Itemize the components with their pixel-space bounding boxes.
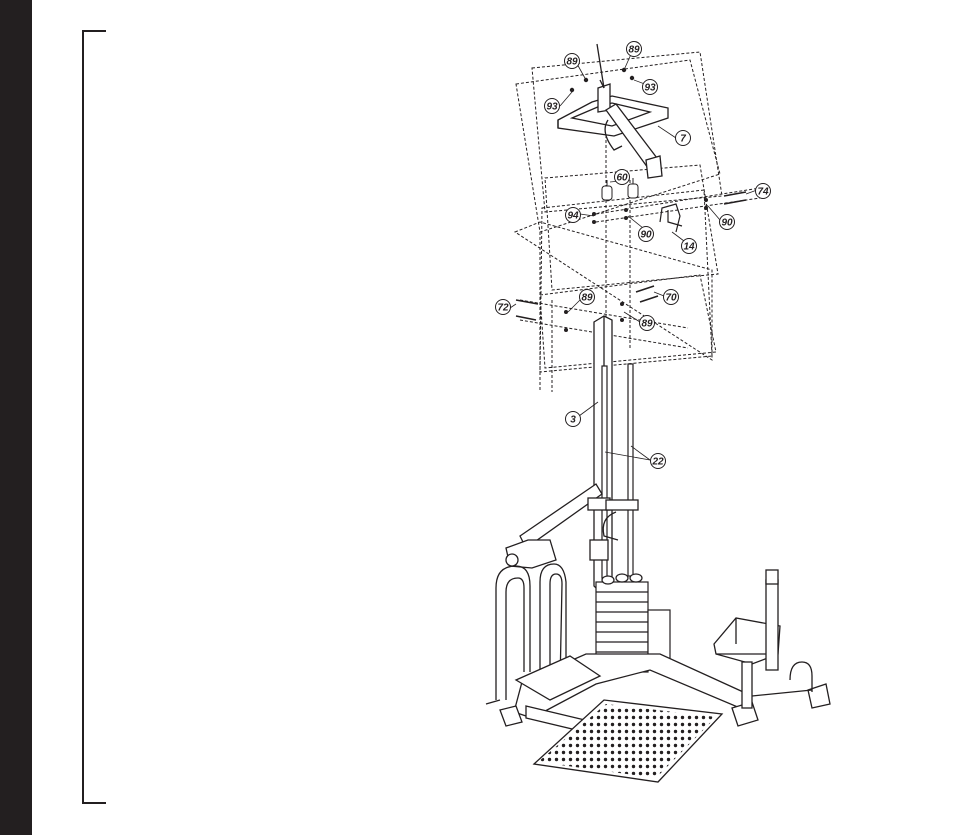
svg-text:74: 74: [757, 187, 769, 198]
callout-90: 90: [720, 215, 735, 230]
bolts-74: [724, 192, 746, 204]
callout-89: 89: [640, 316, 655, 331]
svg-text:93: 93: [644, 83, 656, 94]
small-bracket-part: [660, 204, 682, 232]
callout-70: 70: [664, 290, 679, 305]
svg-text:89: 89: [641, 319, 653, 330]
callout-74: 74: [756, 184, 771, 199]
svg-text:7: 7: [680, 134, 686, 145]
svg-text:22: 22: [651, 457, 664, 468]
callout-60: 60: [615, 170, 630, 185]
press-arm: [506, 484, 638, 568]
svg-text:89: 89: [566, 57, 578, 68]
svg-text:89: 89: [581, 293, 593, 304]
callout-89: 89: [580, 290, 595, 305]
svg-text:60: 60: [616, 173, 628, 184]
callout-90: 90: [639, 227, 654, 242]
callout-14: 14: [682, 239, 697, 254]
callout-72: 72: [496, 300, 511, 315]
callout-93: 93: [643, 80, 658, 95]
callout-3: 3: [566, 412, 581, 427]
svg-text:90: 90: [640, 230, 652, 241]
svg-text:70: 70: [665, 293, 677, 304]
svg-text:14: 14: [683, 242, 695, 253]
callout-89: 89: [565, 54, 580, 69]
bolts-72: [516, 300, 538, 320]
callout-89: 89: [627, 42, 642, 57]
svg-text:3: 3: [570, 415, 576, 426]
callout-22: 22: [651, 454, 666, 469]
svg-text:93: 93: [546, 102, 558, 113]
callout-7: 7: [676, 131, 691, 146]
svg-text:89: 89: [628, 45, 640, 56]
svg-text:72: 72: [497, 303, 509, 314]
svg-text:94: 94: [567, 211, 579, 222]
callout-93: 93: [545, 99, 560, 114]
bolts-70: [636, 286, 658, 302]
callout-94: 94: [566, 208, 581, 223]
svg-text:90: 90: [721, 218, 733, 229]
